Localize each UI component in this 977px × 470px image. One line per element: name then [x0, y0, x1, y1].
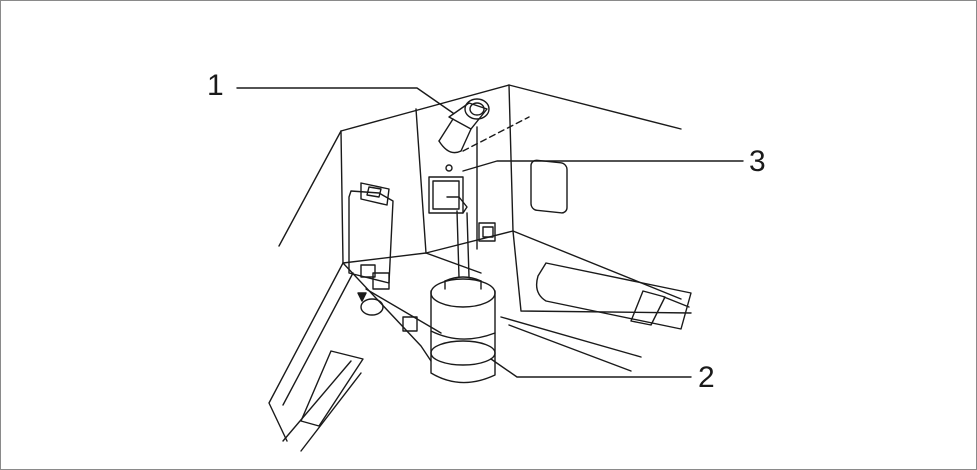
- callout-label-3: 3: [749, 145, 766, 178]
- hanger-bracket: [348, 182, 418, 332]
- ports: [478, 222, 496, 242]
- unit-body: [278, 84, 692, 314]
- access-panel: [530, 159, 568, 214]
- drain-pipe: [438, 98, 490, 154]
- water-inlet-hole: [445, 116, 530, 250]
- callout-leaders: [236, 87, 744, 378]
- float-switch-bracket: [428, 176, 470, 278]
- callout-label-1: 1: [207, 69, 224, 102]
- indicator-cap: [357, 292, 384, 316]
- panel-frame: [268, 262, 642, 452]
- air-outlet: [535, 262, 692, 330]
- callout-label-2: 2: [698, 361, 715, 394]
- water-container: [430, 276, 496, 384]
